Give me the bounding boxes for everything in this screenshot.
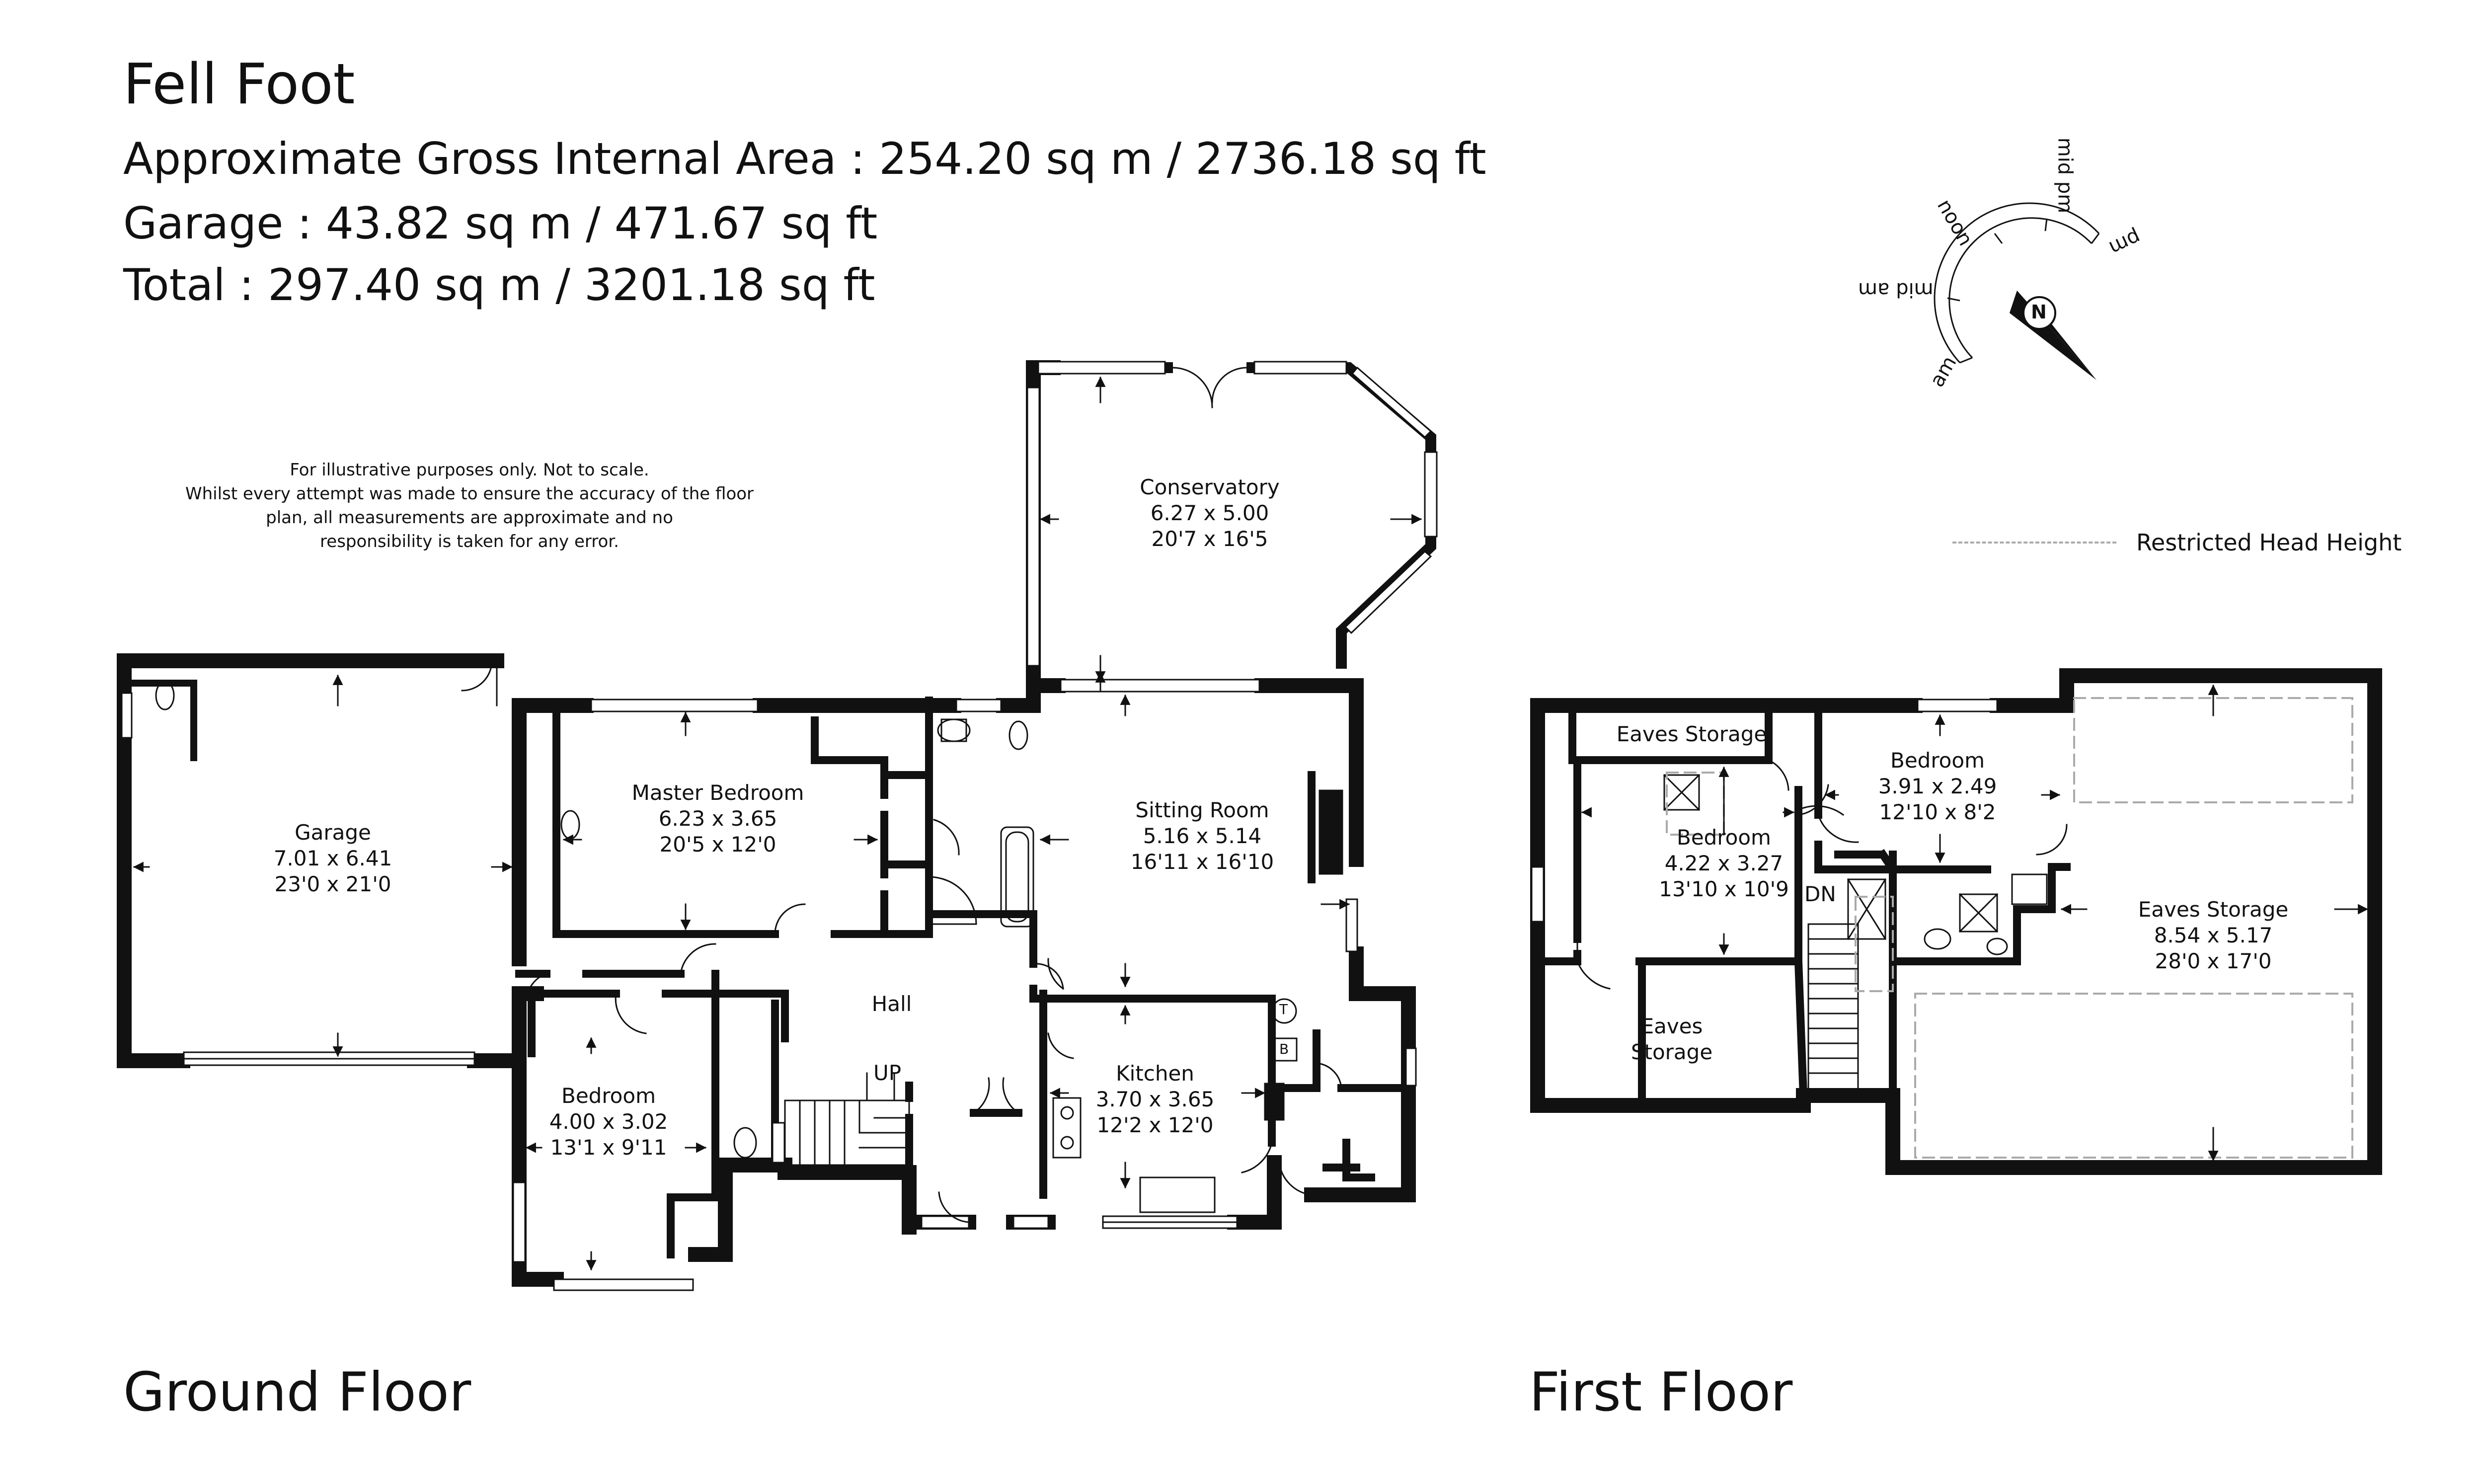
room-name: Sitting Room <box>1135 798 1269 822</box>
room-imperial: 12'2 x 12'0 <box>1096 1113 1214 1137</box>
room-name: Garage <box>295 820 371 845</box>
garage-area: Garage : 43.82 sq m / 471.67 sq ft <box>123 198 878 249</box>
room-metric: 5.16 x 5.14 <box>1143 824 1262 848</box>
room-imperial: 13'1 x 9'11 <box>550 1135 667 1160</box>
stairs-down-label: DN <box>1804 882 1836 906</box>
room-metric: 6.27 x 5.00 <box>1150 501 1269 525</box>
first-floor-plan <box>1530 668 2382 1175</box>
property-title: Fell Foot <box>123 52 355 117</box>
room-eaves-storage-small: Eaves Storage <box>1631 1014 1712 1065</box>
room-metric: 4.00 x 3.02 <box>549 1109 668 1134</box>
room-name: Eaves Storage <box>2138 897 2289 922</box>
room-garage: Garage 7.01 x 6.41 23'0 x 21'0 <box>274 820 392 897</box>
legend-label: Restricted Head Height <box>2136 529 2402 556</box>
room-eaves-storage-large: Eaves Storage 8.54 x 5.17 28'0 x 17'0 <box>2138 897 2289 974</box>
total-area: Total : 297.40 sq m / 3201.18 sq ft <box>123 259 875 311</box>
compass-mid-pm-label: mid pm <box>2053 137 2077 214</box>
first-floor-label: First Floor <box>1529 1361 1793 1423</box>
boiler-label: B <box>1279 1041 1289 1057</box>
room-imperial: 28'0 x 17'0 <box>2155 949 2272 973</box>
room-imperial: 20'7 x 16'5 <box>1151 527 1268 551</box>
room-name: Conservatory <box>1140 475 1280 499</box>
room-imperial: 20'5 x 12'0 <box>659 832 776 857</box>
first-floor-stairs <box>1807 923 1859 1096</box>
room-name: Master Bedroom <box>631 781 804 805</box>
room-name: Hall <box>871 992 912 1016</box>
room-metric: 7.01 x 6.41 <box>273 846 392 870</box>
room-metric: 4.22 x 3.27 <box>1664 851 1784 875</box>
room-name-2: Storage <box>1630 1040 1713 1064</box>
restricted-head-height <box>1666 697 2353 1159</box>
room-metric: 3.70 x 3.65 <box>1095 1087 1215 1111</box>
tank-label: T <box>1279 1001 1288 1017</box>
room-bedroom-first-1: Bedroom 4.22 x 3.27 13'10 x 10'9 <box>1659 825 1789 902</box>
room-kitchen: Kitchen 3.70 x 3.65 12'2 x 12'0 <box>1096 1061 1215 1138</box>
room-name: Eaves Storage <box>1616 722 1767 746</box>
room-imperial: 16'11 x 16'10 <box>1130 850 1274 874</box>
compass-sun-diagram <box>1934 202 2100 380</box>
legend-restricted-head-height: Restricted Head Height <box>1952 529 2402 556</box>
room-name: Eaves <box>1640 1014 1703 1038</box>
room-conservatory: Conservatory 6.27 x 5.00 20'7 x 16'5 <box>1140 474 1280 552</box>
room-metric: 3.91 x 2.49 <box>1878 774 1997 798</box>
room-bedroom-first-2: Bedroom 3.91 x 2.49 12'10 x 8'2 <box>1878 748 1997 825</box>
compass-north-label: N <box>2031 301 2047 323</box>
ground-floor-label: Ground Floor <box>123 1361 471 1423</box>
room-name: Kitchen <box>1116 1061 1194 1086</box>
room-imperial: 12'10 x 8'2 <box>1879 800 1996 824</box>
room-eaves-storage-top: Eaves Storage <box>1617 721 1767 747</box>
gross-internal-area: Approximate Gross Internal Area : 254.20… <box>123 133 1486 184</box>
room-metric: 8.54 x 5.17 <box>2154 923 2273 947</box>
room-name: Bedroom <box>1677 825 1771 850</box>
room-name: Bedroom <box>561 1084 656 1108</box>
ground-floor-stairs <box>784 1072 910 1166</box>
stairs-up-label: UP <box>873 1061 902 1085</box>
room-hall: Hall <box>872 991 912 1017</box>
garage-wc <box>128 680 197 761</box>
disclaimer-text: For illustrative purposes only. Not to s… <box>185 460 754 551</box>
legend-dashed-line <box>1952 542 2116 544</box>
compass-mid-am-label: mid am <box>1858 278 1934 301</box>
room-imperial: 13'10 x 10'9 <box>1659 877 1789 901</box>
ground-floor-plan <box>117 360 1438 1291</box>
room-bedroom-ground: Bedroom 4.00 x 3.02 13'1 x 9'11 <box>549 1083 668 1161</box>
room-metric: 6.23 x 3.65 <box>658 806 777 831</box>
room-master-bedroom: Master Bedroom 6.23 x 3.65 20'5 x 12'0 <box>632 780 804 858</box>
room-name: Bedroom <box>1890 748 1985 773</box>
room-sitting-room: Sitting Room 5.16 x 5.14 16'11 x 16'10 <box>1131 797 1274 875</box>
room-imperial: 23'0 x 21'0 <box>274 872 391 896</box>
